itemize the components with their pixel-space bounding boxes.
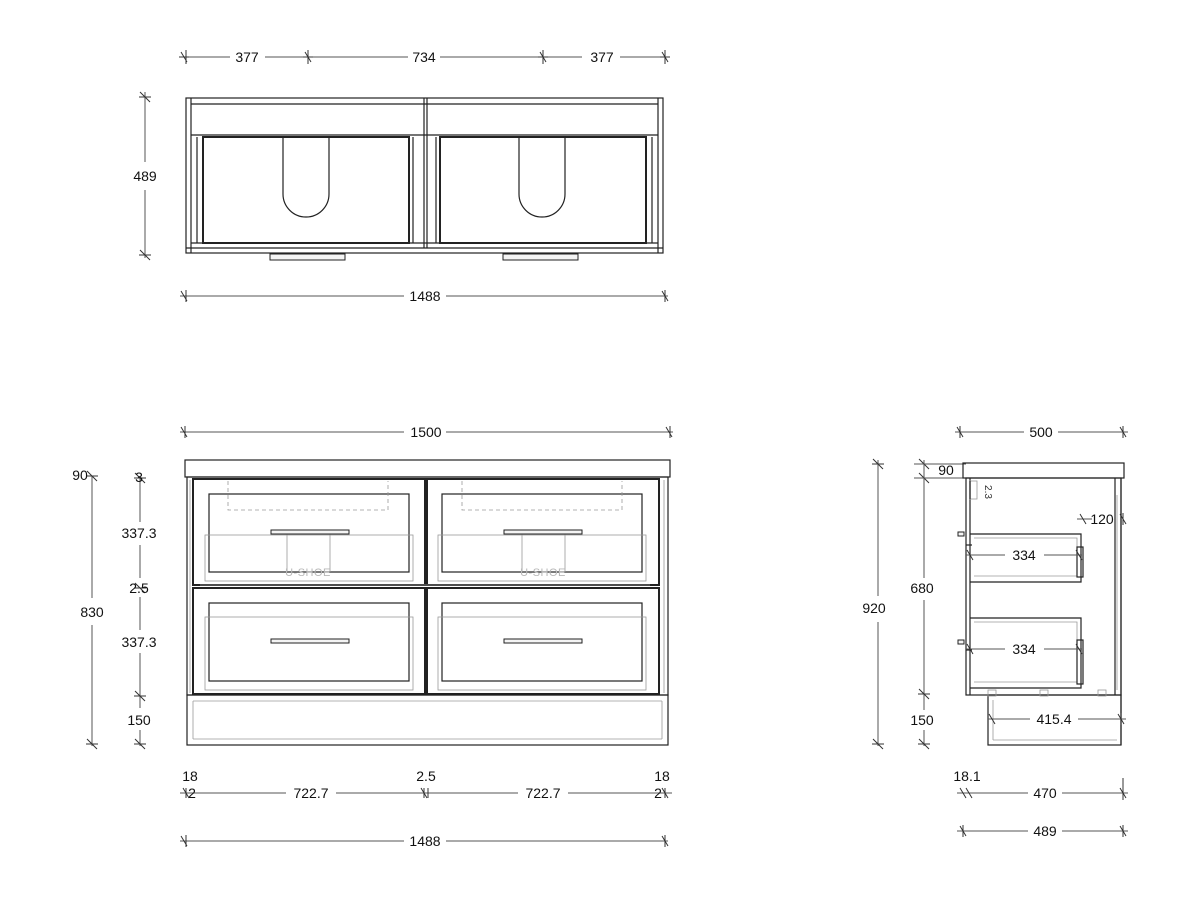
side-plinth-label: 150 xyxy=(910,712,934,728)
side-carcass-height-label: 680 xyxy=(910,580,934,596)
side-panel-label: 18.1 xyxy=(953,768,980,784)
plumbing-cutout-right xyxy=(518,137,566,218)
side-small-gap-label: 2.3 xyxy=(982,485,993,499)
top-overall-width-label: 1488 xyxy=(409,288,440,304)
top-right-offset-label: 377 xyxy=(590,49,614,65)
side-view: 500 920 90 680 150 xyxy=(862,424,1128,839)
front-upper-drawer-label: 337.3 xyxy=(121,525,156,541)
plumbing-cutout-left xyxy=(282,137,330,218)
front-lower-drawer-label: 337.3 xyxy=(121,634,156,650)
front-left-side-label: 18 xyxy=(182,768,198,784)
side-plinth-depth-label: 415.4 xyxy=(1036,711,1071,727)
front-plinth-label: 150 xyxy=(127,712,151,728)
drawer-front-lower-right xyxy=(426,587,660,695)
front-top-gap-label: 3 xyxy=(135,469,143,485)
side-bottom-dims: 18.1 470 489 xyxy=(953,768,1128,839)
front-overall-height-label: 830 xyxy=(80,604,104,620)
front-right-drawer-width-label: 722.7 xyxy=(525,785,560,801)
handle-top-right xyxy=(502,253,579,261)
front-left-reveal-label: 2 xyxy=(188,785,196,801)
side-lower-drawer-depth-label: 334 xyxy=(1012,641,1036,657)
top-left-offset-label: 377 xyxy=(235,49,259,65)
side-top-depth-label: 500 xyxy=(1029,424,1053,440)
front-plinth xyxy=(186,694,669,746)
side-overall-height-label: 920 xyxy=(862,600,886,616)
front-view: 1500 90 830 3 337.3 2.5 337.3 150 xyxy=(72,424,673,849)
side-top-depth-dim: 500 xyxy=(955,424,1128,440)
top-center-spacing-label: 734 xyxy=(412,49,436,65)
side-countertop xyxy=(962,462,1125,479)
side-overall-depth-label: 489 xyxy=(1033,823,1057,839)
front-right-side-label: 18 xyxy=(654,768,670,784)
top-view: 377 734 377 489 xyxy=(133,49,670,304)
side-left-dims: 920 90 680 150 xyxy=(862,458,966,750)
side-upper-drawer-depth-label: 334 xyxy=(1012,547,1036,563)
front-center-gap-label: 2.5 xyxy=(416,768,436,784)
handle-top-left xyxy=(269,253,346,261)
top-view-overall-dim: 1488 xyxy=(180,288,669,304)
side-inner-depth-label: 470 xyxy=(1033,785,1057,801)
top-view-depth-dim: 489 xyxy=(133,91,157,261)
side-internal-dims: 120 334 334 415.4 xyxy=(966,511,1127,727)
top-view-width-chain: 377 734 377 xyxy=(179,49,670,65)
watermark-right: U-SHOE xyxy=(520,567,566,579)
handle-lower-right xyxy=(503,638,583,644)
side-top-thickness-label: 90 xyxy=(938,462,954,478)
front-right-reveal-label: 2 xyxy=(654,785,662,801)
front-cabinet-width-label: 1488 xyxy=(409,833,440,849)
top-depth-label: 489 xyxy=(133,168,157,184)
top-view-cabinet xyxy=(185,97,664,261)
side-cabinet: 2.3 xyxy=(957,462,1125,746)
front-mid-gap-label: 2.5 xyxy=(129,580,149,596)
watermark-left: U-SHOE xyxy=(285,567,331,579)
handle-upper-left xyxy=(270,529,350,535)
side-rear-gap-label: 120 xyxy=(1090,511,1114,527)
drawer-front-lower-left xyxy=(192,587,426,695)
front-top-width-dim: 1500 xyxy=(180,424,673,440)
front-cabinet: U-SHOE U-SHOE xyxy=(184,459,671,746)
handle-lower-left xyxy=(270,638,350,644)
front-left-drawer-width-label: 722.7 xyxy=(293,785,328,801)
front-top-width-label: 1500 xyxy=(410,424,441,440)
handle-upper-right xyxy=(503,529,583,535)
front-bottom-dims: 18 2.5 18 2 722.7 722.7 2 1488 xyxy=(180,768,672,849)
front-top-thickness-label: 90 xyxy=(72,467,88,483)
front-left-dims: 90 830 3 337.3 2.5 337.3 150 xyxy=(72,467,157,750)
front-countertop xyxy=(184,459,671,478)
